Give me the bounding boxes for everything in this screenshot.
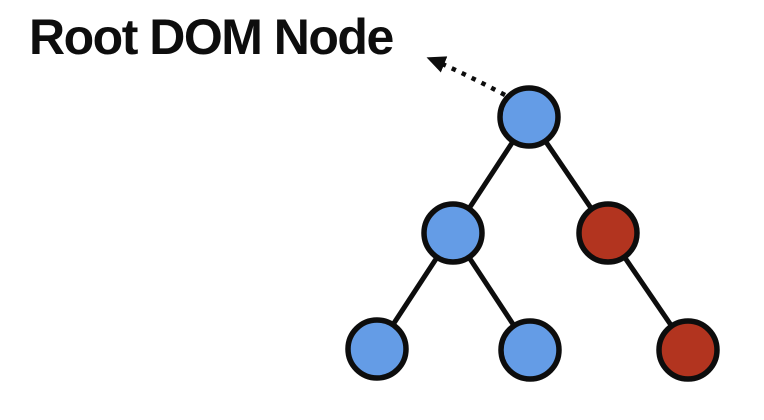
tree-node-left-grandchild-1 xyxy=(345,317,409,381)
tree-node-root xyxy=(497,85,561,149)
tree-node-right-child xyxy=(576,201,640,265)
dotted-arrow-annotation xyxy=(426,55,507,97)
tree-node-left-child xyxy=(421,201,485,265)
tree-node-left-grandchild-2 xyxy=(498,318,562,382)
tree-node-right-grandchild xyxy=(656,318,720,382)
diagram-title: Root DOM Node xyxy=(29,9,394,65)
